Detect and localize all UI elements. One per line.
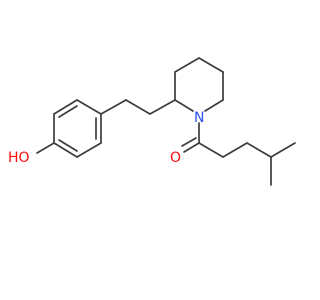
chain-bond [222,142,248,158]
chain-bond [246,142,272,158]
bond [53,99,78,115]
linker-bond [100,99,127,115]
bond [174,57,200,73]
structure-diagram: HO N O [8,57,296,186]
piperidine-ring [174,57,224,112]
linker-bond [149,99,176,115]
hydroxyl-bond [36,142,55,154]
bond [76,99,102,115]
carbonyl-double-bond [183,142,200,153]
carbonyl-double-bond [181,137,197,147]
aromatic-double-bond [58,139,78,152]
bond [76,142,102,158]
bond [174,99,194,112]
carbonyl-oxygen-label: O [170,150,181,166]
nitrogen-label: N [194,110,204,126]
phenol-ring [53,99,102,158]
bond [204,99,224,112]
aromatic-double-bond [58,105,78,118]
bond [198,57,224,73]
linker-bond [125,99,151,115]
chain-bond [270,142,296,158]
hydroxyl-label: HO [8,150,30,166]
bond [53,142,78,158]
molecule-drawing: HO N O [8,57,296,186]
chain-bond [198,142,224,158]
